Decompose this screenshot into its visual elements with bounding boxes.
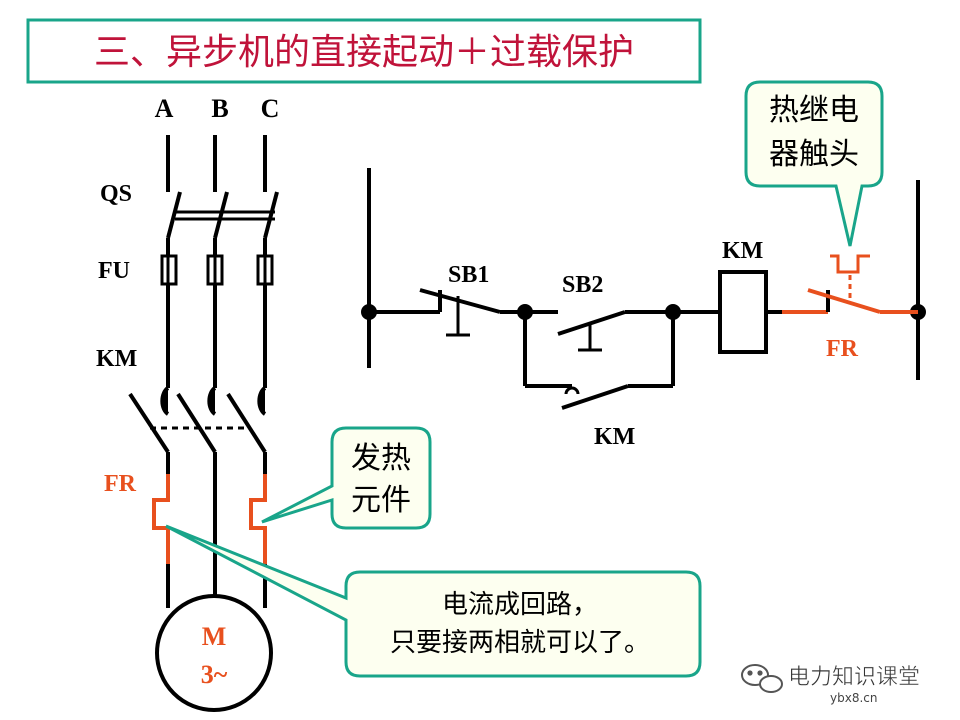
callout-note: 电流成回路， 只要接两相就可以了。 — [165, 524, 702, 678]
phase-label-a: A — [155, 94, 174, 123]
callout-thermal-line2: 器触头 — [769, 137, 859, 172]
km-aux-label: KM — [594, 424, 635, 450]
page-title: 三、异步机的直接起动＋过载保护 — [94, 32, 634, 73]
qs-switch — [166, 191, 279, 239]
sb2-label: SB2 — [562, 272, 603, 298]
motor-phase-label: 3~ — [201, 660, 228, 689]
callout-note-line2: 只要接两相就可以了。 — [390, 628, 650, 658]
callout-thermal-contact: 热继电 器触头 — [744, 80, 884, 247]
km-coil-label: KM — [722, 238, 763, 264]
fr-thermal-contact — [782, 254, 918, 314]
fr-control-label: FR — [826, 336, 859, 362]
control-circuit: SB1 SB2 KM KM — [361, 168, 926, 450]
watermark-name: 电力知识课堂 — [788, 665, 920, 690]
power-circuit: A B C QS FU — [96, 94, 280, 712]
callout-heating-line1: 发热 — [351, 441, 411, 476]
watermark-url: ybx8.cn — [830, 691, 877, 705]
sb2-start-button — [557, 310, 673, 352]
km-coil — [718, 270, 768, 354]
motor: M 3~ — [155, 594, 273, 712]
callout-thermal-line1: 热继电 — [769, 93, 859, 128]
km-aux-contact — [523, 312, 675, 410]
phase-label-c: C — [261, 94, 280, 123]
fr-power-label: FR — [104, 471, 137, 497]
callout-note-line1: 电流成回路， — [442, 590, 598, 620]
callout-heating-element: 发热 元件 — [261, 426, 432, 530]
fu-fuses — [160, 254, 274, 286]
wechat-icon — [741, 664, 783, 693]
km-power-label: KM — [96, 346, 137, 372]
km-main-contacts — [128, 386, 267, 454]
motor-label: M — [202, 622, 227, 651]
qs-label: QS — [100, 181, 132, 207]
fu-label: FU — [98, 258, 130, 284]
fr-heating-elements — [152, 474, 267, 564]
phase-label-b: B — [211, 94, 228, 123]
callout-heating-line2: 元件 — [351, 483, 411, 518]
watermark: 电力知识课堂 ybx8.cn — [741, 664, 920, 705]
title-box: 三、异步机的直接起动＋过载保护 — [26, 18, 702, 84]
sb1-label: SB1 — [448, 262, 489, 288]
